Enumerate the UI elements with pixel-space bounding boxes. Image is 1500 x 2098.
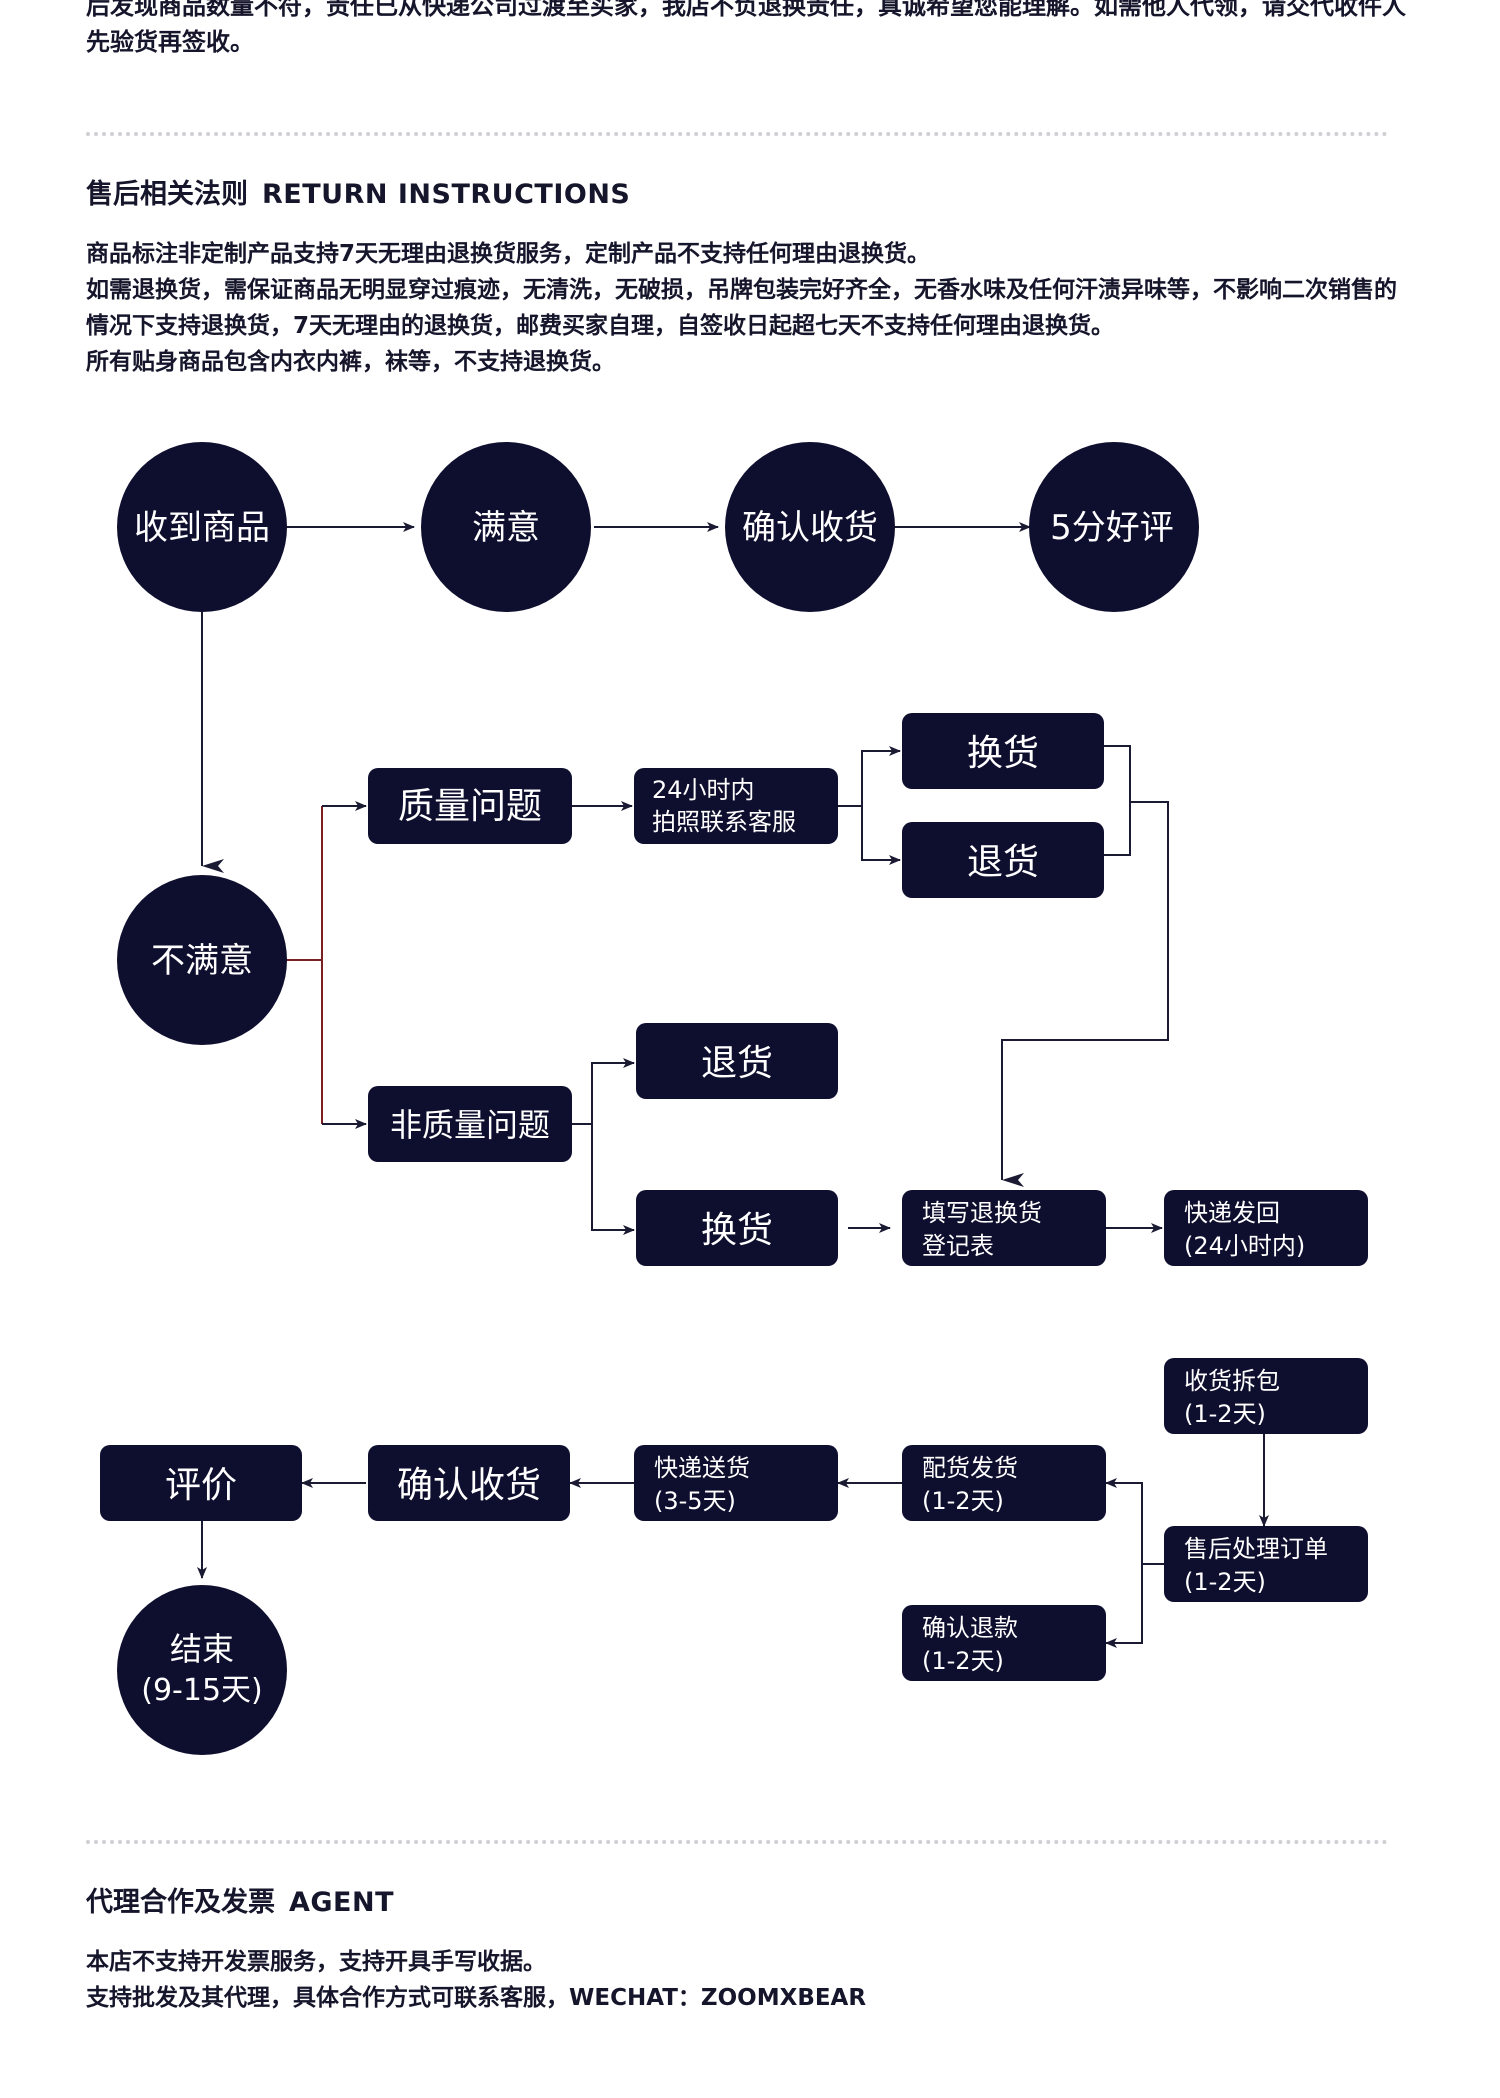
node-ship-back (1164, 1190, 1368, 1266)
label-receive-unpack-1: 收货拆包 (1184, 1367, 1280, 1395)
label-receive: 收到商品 (134, 508, 270, 548)
node-end (117, 1585, 287, 1755)
unsatisfied-branch (284, 801, 367, 1129)
label-refund-2: (1-2天) (922, 1647, 1004, 1675)
node-exchange (902, 713, 1104, 789)
node-refund (902, 1605, 1106, 1681)
label-fill-form-1: 填写退换货 (922, 1199, 1042, 1227)
label-quality-issue: 质量问题 (398, 786, 542, 827)
divider-top (86, 132, 1388, 136)
node-photo-contact (634, 768, 838, 844)
label-return: 退货 (967, 842, 1039, 883)
node-quality-issue (368, 768, 572, 844)
divider-bottom (86, 1840, 1388, 1844)
label-ship-back-2: (24小时内) (1184, 1232, 1305, 1260)
label-courier-1: 快递送货 (654, 1454, 750, 1482)
label-five-star: 5分好评 (1050, 508, 1174, 548)
label-fill-form-2: 登记表 (922, 1232, 994, 1260)
label-nq-exchange: 换货 (701, 1210, 773, 1251)
label-confirm-receipt: 确认收货 (742, 508, 878, 548)
label-dispatch-2: (1-2天) (922, 1487, 1004, 1515)
label-after-sales-2: (1-2天) (1184, 1568, 1266, 1596)
return-title-en: RETURN INSTRUCTIONS (262, 179, 631, 210)
flow-connectors (197, 522, 1269, 1648)
arrow-nonquality-exchange (591, 1124, 635, 1235)
arrow-to-fill-form (1001, 801, 1169, 1187)
agent-title-cn: 代理合作及发票 (86, 1887, 275, 1918)
label-ship-back-1: 快递发回 (1184, 1199, 1280, 1227)
label-photo-contact-2: 拍照联系客服 (652, 808, 796, 836)
agent-info: 本店不支持开发票服务，支持开具手写收据。 支持批发及其代理，具体合作方式可联系客… (86, 1944, 1416, 2016)
return-section-title: 售后相关法则 RETURN INSTRUCTIONS (86, 172, 630, 211)
return-line-3: 所有贴身商品包含内衣内裤，袜等，不支持退换货。 (86, 349, 615, 375)
agent-line-1: 本店不支持开发票服务，支持开具手写收据。 (86, 1949, 546, 1975)
agent-line-2: 支持批发及其代理，具体合作方式可联系客服，WECHAT：ZOOMXBEAR (86, 1985, 867, 2011)
label-nq-return: 退货 (701, 1043, 773, 1084)
return-title-cn: 售后相关法则 (86, 179, 248, 210)
label-dispatch-1: 配货发货 (922, 1454, 1018, 1482)
node-unsatisfied (117, 875, 287, 1045)
arrow-aftersales-refund (1105, 1564, 1143, 1648)
node-review (100, 1445, 302, 1521)
node-confirm-receipt-2 (368, 1445, 570, 1521)
label-end-2: (9-15天) (141, 1673, 263, 1708)
label-satisfied: 满意 (472, 508, 540, 548)
node-dispatch (902, 1445, 1106, 1521)
node-receive-unpack (1164, 1358, 1368, 1434)
node-confirm-receipt (725, 442, 895, 612)
return-instructions: 商品标注非定制产品支持7天无理由退换货服务，定制产品不支持任何理由退换货。 如需… (86, 236, 1416, 380)
label-non-quality-issue: 非质量问题 (390, 1106, 550, 1144)
agent-section-title: 代理合作及发票 AGENT (86, 1880, 394, 1919)
intro-text: 后发现商品数量不符，责任已从快递公司过渡至买家，我店不负退换责任，真诚希望您能理… (86, 0, 1406, 56)
label-confirm-receipt-2: 确认收货 (397, 1465, 541, 1506)
node-five-star (1029, 442, 1199, 612)
label-courier-2: (3-5天) (654, 1487, 736, 1515)
label-after-sales-1: 售后处理订单 (1184, 1535, 1328, 1563)
label-receive-unpack-2: (1-2天) (1184, 1400, 1266, 1428)
agent-title-en: AGENT (289, 1887, 395, 1918)
arrow-photo-return (861, 806, 901, 865)
node-fill-form (902, 1190, 1106, 1266)
node-return (902, 822, 1104, 898)
label-review: 评价 (165, 1465, 237, 1506)
node-non-quality-issue (368, 1086, 572, 1162)
node-nq-exchange (636, 1190, 838, 1266)
node-receive (117, 442, 287, 612)
bracket-exchange-return (1104, 745, 1131, 856)
arrow-nonquality-return (572, 1058, 635, 1125)
arrow-aftersales-dispatch (1105, 1478, 1164, 1565)
label-photo-contact-1: 24小时内 (652, 776, 755, 804)
label-exchange: 换货 (967, 733, 1039, 774)
return-line-1: 商品标注非定制产品支持7天无理由退换货服务，定制产品不支持任何理由退换货。 (86, 241, 931, 267)
label-refund-1: 确认退款 (922, 1614, 1018, 1642)
node-after-sales (1164, 1526, 1368, 1602)
label-unsatisfied: 不满意 (151, 941, 253, 981)
return-line-2: 如需退换货，需保证商品无明显穿过痕迹，无清洗，无破损，吊牌包装完好齐全，无香水味… (86, 277, 1397, 339)
node-satisfied (421, 442, 591, 612)
label-end-1: 结束 (170, 1630, 234, 1668)
node-courier (634, 1445, 838, 1521)
arrow-photo-exchange (838, 746, 901, 807)
node-nq-return (636, 1023, 838, 1099)
